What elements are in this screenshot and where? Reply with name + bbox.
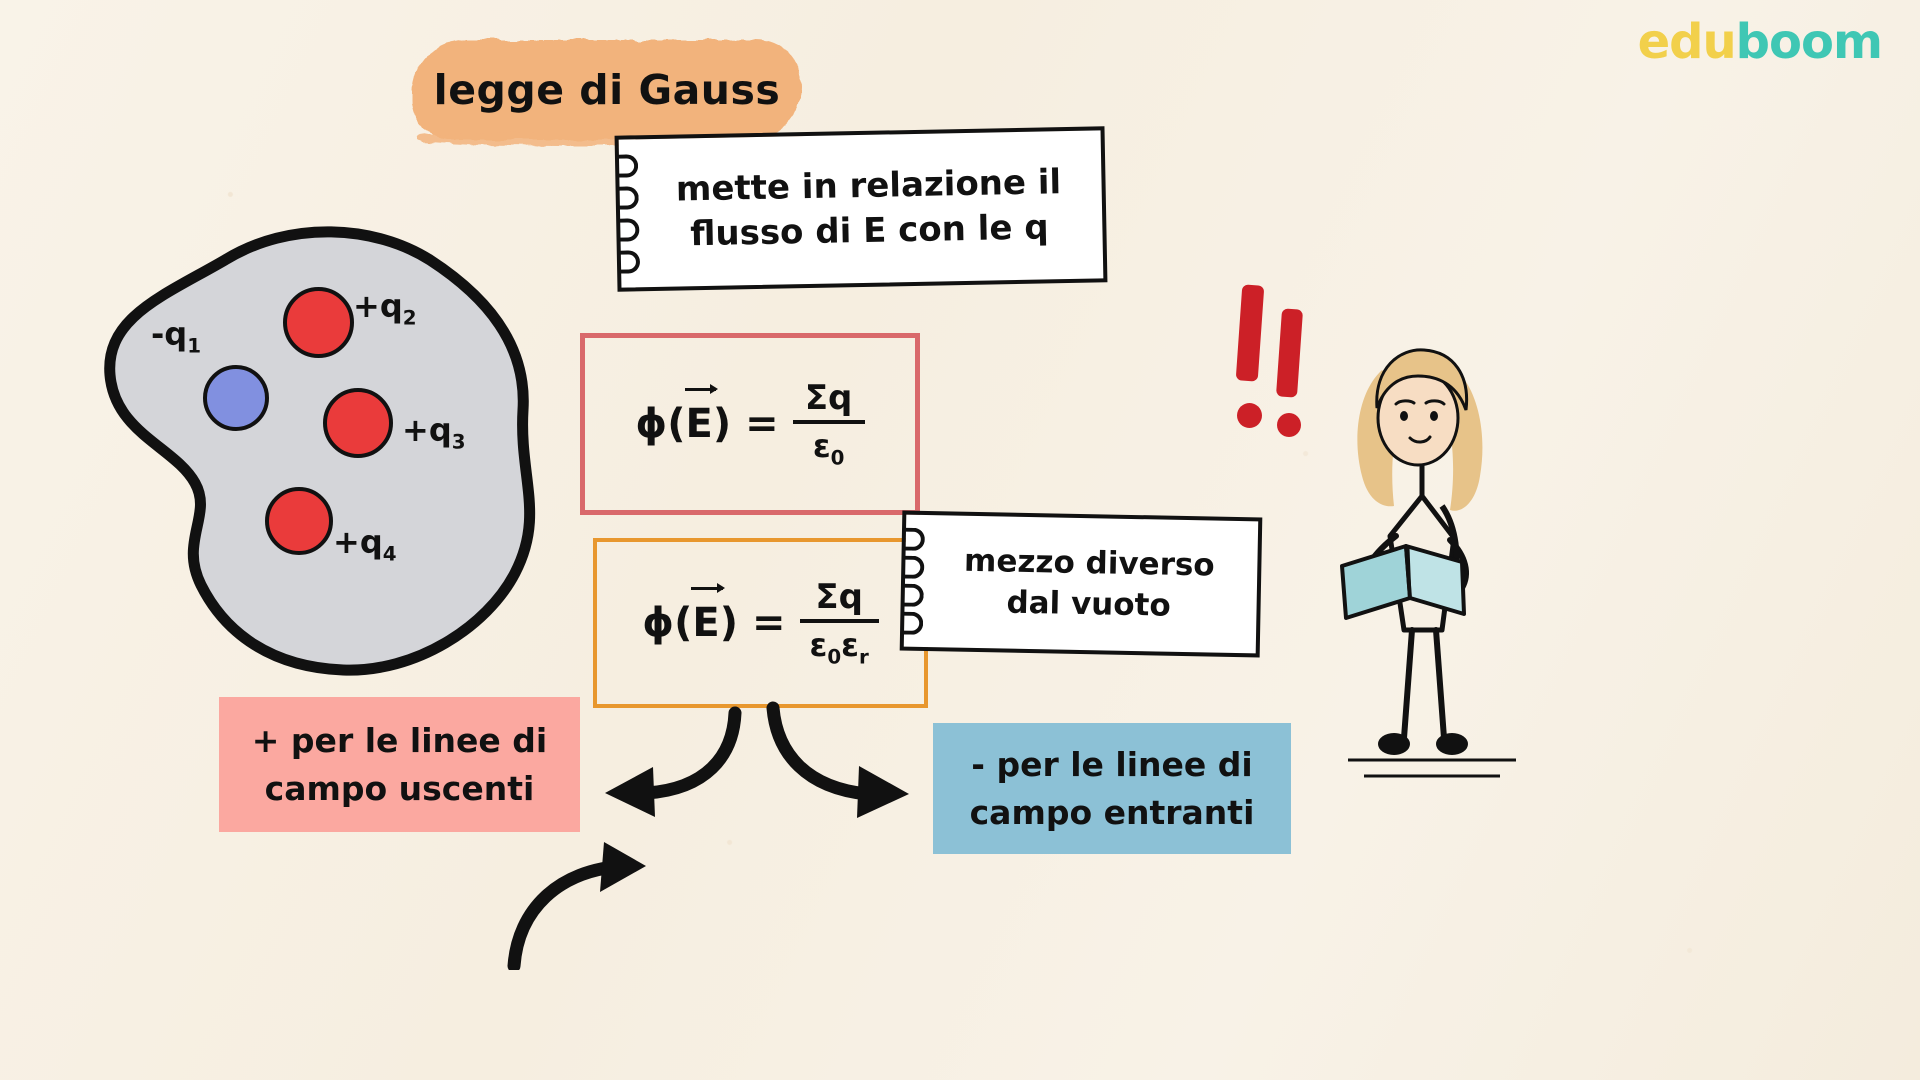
note-flusso-spiral-binding bbox=[616, 149, 645, 277]
formula-medium-epsilonr: ε bbox=[841, 626, 859, 665]
charge-q1-label: -q1 bbox=[151, 315, 201, 357]
caption-uscenti-line2: campo uscenti bbox=[264, 768, 535, 808]
formula-medium-open-paren: ( bbox=[674, 599, 693, 646]
formula-box-medium: ϕ(E) = Σq ε0εr bbox=[593, 538, 928, 708]
formula-medium-fraction-bar bbox=[799, 619, 879, 624]
arrow-left-curved bbox=[605, 706, 742, 817]
exclamation-marks bbox=[1235, 284, 1325, 445]
student-character-illustration bbox=[1330, 330, 1540, 800]
note-mezzo-line1: mezzo diverso bbox=[963, 542, 1216, 584]
title-highlight bbox=[412, 40, 810, 146]
charge-q1-sub: 1 bbox=[187, 334, 201, 358]
formula-vacuum-epsilon: ε bbox=[812, 427, 831, 466]
formula-medium-e-vector: E bbox=[691, 582, 726, 646]
charge-q3 bbox=[323, 388, 393, 458]
formula-vacuum-close-paren: ) bbox=[712, 400, 732, 447]
formula-medium-epsilonr-sub: r bbox=[858, 645, 869, 669]
charge-q4-symbol: +q bbox=[333, 523, 383, 561]
title-text: legge di Gauss bbox=[433, 66, 781, 114]
exclamation-stroke-2 bbox=[1275, 308, 1304, 398]
formula-medium-epsilon0-sub: 0 bbox=[827, 645, 842, 669]
formula-vacuum-lhs: ϕ(E) bbox=[635, 383, 732, 447]
formula-vacuum: ϕ(E) = Σq ε0 bbox=[635, 378, 865, 470]
charge-q2-label: +q2 bbox=[353, 287, 417, 329]
charge-q2-sub: 2 bbox=[402, 306, 417, 330]
charge-q3-symbol: +q bbox=[402, 411, 452, 449]
note-mezzo-line2: dal vuoto bbox=[1006, 584, 1172, 624]
charge-q3-label: +q3 bbox=[402, 411, 466, 453]
formula-vacuum-fraction-bar bbox=[792, 420, 865, 425]
formula-medium-numerator: Σq bbox=[815, 577, 863, 618]
formula-vacuum-e-vector: E bbox=[684, 383, 719, 447]
formula-vacuum-denominator: ε0 bbox=[803, 424, 855, 469]
formula-box-vacuum: ϕ(E) = Σq ε0 bbox=[580, 333, 920, 515]
note-flusso-line2: flusso di E con le q bbox=[689, 207, 1049, 255]
charge-q1 bbox=[203, 365, 269, 431]
caption-entranti: - per le linee di campo entranti bbox=[933, 723, 1291, 854]
note-flusso-line1: mette in relazione il bbox=[675, 162, 1062, 210]
note-flusso: mette in relazione il flusso di E con le… bbox=[614, 126, 1108, 292]
formula-vacuum-phi: ϕ bbox=[635, 400, 668, 447]
formula-medium-phi: ϕ bbox=[642, 599, 675, 646]
formula-vacuum-numerator: Σq bbox=[804, 378, 853, 419]
caption-entranti-text: - per le linee di campo entranti bbox=[970, 741, 1255, 837]
charge-q4 bbox=[265, 487, 333, 555]
charge-q4-sub: 4 bbox=[382, 542, 397, 566]
caption-uscenti: + per le linee di campo uscenti bbox=[219, 697, 580, 832]
formula-medium-close-paren: ) bbox=[719, 599, 739, 646]
formula-vacuum-epsilon-sub: 0 bbox=[830, 446, 845, 470]
student-figure bbox=[1340, 348, 1516, 778]
exclamation-dot-2 bbox=[1277, 413, 1301, 437]
note-flusso-text: mette in relazione il flusso di E con le… bbox=[646, 160, 1077, 258]
formula-vacuum-open-paren: ( bbox=[667, 400, 686, 447]
note-mezzo-spiral-binding bbox=[902, 525, 930, 637]
formula-vacuum-fraction: Σq ε0 bbox=[792, 378, 865, 470]
caption-uscenti-line1: + per le linee di bbox=[251, 720, 548, 760]
arrow-right-curved bbox=[766, 701, 909, 818]
caption-entranti-line1: - per le linee di bbox=[971, 744, 1253, 784]
charge-q3-sub: 3 bbox=[451, 430, 466, 454]
caption-entranti-line2: campo entranti bbox=[969, 792, 1255, 832]
eduboom-logo: eduboom bbox=[1637, 14, 1883, 70]
formula-medium-epsilon0: ε bbox=[809, 626, 828, 665]
formula-medium-equals: = bbox=[752, 599, 786, 646]
formula-medium: ϕ(E) = Σq ε0εr bbox=[642, 577, 879, 669]
note-mezzo: mezzo diverso dal vuoto bbox=[899, 510, 1263, 658]
formula-medium-fraction: Σq ε0εr bbox=[799, 577, 879, 669]
formula-vacuum-equals: = bbox=[745, 400, 779, 447]
gaussian-surface-blob: +q2 -q1 +q3 +q4 bbox=[75, 215, 575, 685]
arrow-bottom-curved bbox=[507, 842, 646, 970]
logo-edu-text: edu bbox=[1637, 14, 1737, 70]
exclamation-stroke-1 bbox=[1235, 284, 1265, 382]
charge-q1-symbol: -q bbox=[151, 315, 188, 353]
logo-boom-text: boom bbox=[1735, 14, 1883, 70]
formula-medium-lhs: ϕ(E) bbox=[642, 582, 739, 646]
note-mezzo-text: mezzo diverso dal vuoto bbox=[933, 540, 1229, 627]
page-title: legge di Gauss bbox=[412, 40, 810, 146]
formula-medium-denominator: ε0εr bbox=[800, 623, 879, 668]
blob-shape bbox=[104, 226, 536, 676]
exclamation-dot-1 bbox=[1237, 403, 1262, 428]
charge-q2-symbol: +q bbox=[353, 287, 403, 325]
charge-q2 bbox=[283, 287, 354, 358]
charge-q4-label: +q4 bbox=[333, 523, 397, 565]
caption-uscenti-text: + per le linee di campo uscenti bbox=[252, 717, 547, 813]
